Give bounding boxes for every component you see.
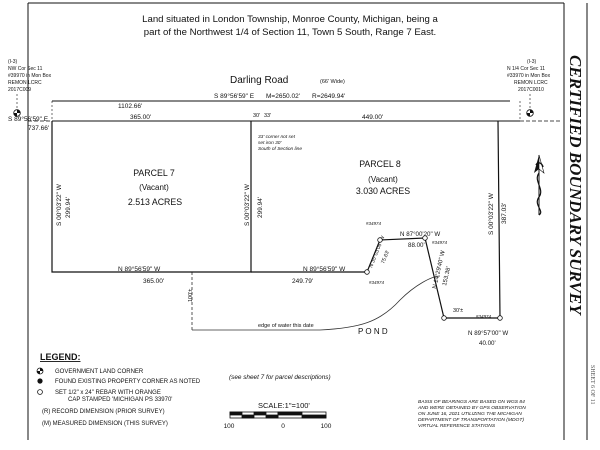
svg-text:DEPARTMENT OF TRANSPORTATION (: DEPARTMENT OF TRANSPORTATION (MDOT) [418, 417, 524, 423]
dim-top-p8: 449.00' [362, 114, 383, 121]
p8-south-bearing: N 89°56'59" W [303, 265, 346, 273]
row-bearing: S 89°56'59" E [8, 115, 49, 123]
dim-top-p7: 365.00' [130, 114, 151, 121]
svg-text:N 1/4 Cor Sec 11: N 1/4 Cor Sec 11 [507, 66, 545, 72]
road-width: (66' Wide) [320, 79, 345, 85]
svg-text:(I-3): (I-3) [527, 59, 537, 65]
svg-text:set iron 30': set iron 30' [258, 140, 282, 146]
row-33: 33' [264, 113, 271, 119]
road-bearing: S 89°56'59" E [214, 92, 255, 100]
diag2-extra: 30'± [453, 308, 463, 314]
header-line-1: Land situated in London Township, Monroe… [142, 14, 438, 25]
legend-government-corner-icon [36, 367, 44, 375]
pin-label-1: #34974 [366, 221, 382, 226]
legend-found-corner-icon [37, 378, 43, 384]
svg-text:REMON LCRC: REMON LCRC [514, 80, 548, 86]
legend-item-4: (R) RECORD DIMENSION (PRIOR SURVEY) [42, 409, 165, 415]
svg-text:PARCEL 7: PARCEL 7 [133, 168, 175, 178]
svg-text:33' corner not set: 33' corner not set [258, 134, 296, 140]
parcel-8-label: PARCEL 8 (Vacant) 3.030 ACRES [356, 159, 410, 196]
nw-corner-note: (I-3) NW Cor Sec 11 #39970 in Mon Box RE… [8, 59, 52, 110]
svg-text:PARCEL 8: PARCEL 8 [359, 159, 401, 169]
row-offset: 737.66' [28, 125, 49, 132]
pin-label-3: #34974 [369, 280, 385, 285]
legend-item-3b: CAP STAMPED 'MICHIGAN PS 33970' [68, 397, 172, 403]
diag1-length: 75.63' [380, 250, 391, 265]
svg-text:(Vacant): (Vacant) [368, 175, 398, 184]
pond-label: P O N D [358, 327, 388, 336]
sheet-number: SHEET 6 OF 11 [589, 365, 595, 405]
end-bearing: N 89°57'00" W [468, 330, 508, 337]
west-100: 100'± [188, 289, 194, 302]
title-block-text: CERTIFIED BOUNDARY SURVEY [566, 55, 585, 316]
west-bearing: S 00°03'22" W [55, 183, 63, 226]
legend-item-5: (M) MEASURED DIMENSION (THIS SURVEY) [42, 421, 168, 427]
svg-text:2017C009: 2017C009 [8, 87, 31, 93]
svg-text:2017C0010: 2017C0010 [518, 87, 544, 93]
jog-length: 88.00' [408, 242, 425, 249]
svg-text:VIRTUAL REFERENCE STATIONS: VIRTUAL REFERENCE STATIONS [418, 423, 496, 429]
west-length: 299.94' [65, 197, 72, 218]
svg-text:#33970 in Mon Box: #33970 in Mon Box [507, 73, 551, 79]
road-record: R=2649.94' [312, 93, 345, 100]
dim-top-total: 1102.66' [118, 103, 142, 110]
p7-south-bearing: N 89°56'59" W [118, 265, 161, 273]
svg-text:2.513 ACRES: 2.513 ACRES [128, 197, 182, 207]
corner-not-set-note: 33' corner not set set iron 30' South of… [258, 134, 302, 152]
parcel-7-label: PARCEL 7 (Vacant) 2.513 ACRES [128, 168, 182, 207]
svg-text:3.030 ACRES: 3.030 ACRES [356, 186, 410, 196]
legend-item-2: FOUND EXISTING PROPERTY CORNER AS NOTED [55, 379, 201, 385]
water-edge-label: edge of water this date [258, 323, 314, 329]
north-arrow-icon [534, 154, 545, 216]
svg-text:South of Section line: South of Section line [258, 146, 302, 152]
water-edge-line [192, 275, 441, 331]
nw-government-corner-symbol [13, 109, 21, 117]
scale-tick-zero: 0 [281, 423, 285, 430]
set-rebar-markers [364, 235, 503, 321]
sheet-reference: (see sheet 7 for parcel descriptions) [229, 374, 331, 381]
svg-text:#39970 in Mon Box: #39970 in Mon Box [8, 73, 52, 79]
p7-south-length: 365.00' [143, 278, 164, 285]
svg-text:NW Cor Sec 11: NW Cor Sec 11 [8, 66, 43, 72]
svg-text:BASIS OF BEARINGS ARE BASED ON: BASIS OF BEARINGS ARE BASED ON WGS 84 [418, 399, 525, 405]
pin-label-4: #34974 [476, 314, 492, 319]
scale-tick-left: 100 [224, 423, 235, 430]
road-name: Darling Road [230, 75, 288, 86]
row-30: 30' [253, 113, 260, 119]
svg-text:REMON LCRC: REMON LCRC [8, 80, 42, 86]
mid-length: 299.94' [257, 197, 264, 218]
east-bearing: S 00°03'22" W [487, 192, 495, 235]
scale-tick-right: 100 [321, 423, 332, 430]
ne-corner-note: (I-3) N 1/4 Cor Sec 11 #33970 in Mon Box… [507, 59, 551, 110]
legend-item-1: GOVERNMENT LAND CORNER [55, 369, 144, 375]
svg-text:(I-3): (I-3) [8, 59, 18, 65]
svg-text:AND WERE OBTAINED BY GPS OBSER: AND WERE OBTAINED BY GPS OBSERVATION [417, 405, 526, 411]
svg-text:(Vacant): (Vacant) [139, 183, 169, 192]
legend-item-3: SET 1/2" x 24" REBAR WITH ORANGE [55, 390, 161, 396]
ne-government-corner-symbol [526, 109, 534, 117]
svg-text:ON JUNE 16, 2021 UTILIZING THE: ON JUNE 16, 2021 UTILIZING THE MICHIGAN [418, 411, 522, 417]
diag2-length: 153.38' [442, 266, 452, 286]
p8-south-length: 249.79' [292, 278, 313, 285]
east-length: 387.03' [501, 203, 508, 224]
road-measured: M=2650.02' [266, 93, 300, 100]
legend-title: LEGEND: [40, 352, 81, 362]
scale-bar [229, 411, 327, 419]
pin-label-2: #34974 [432, 240, 448, 245]
mid-bearing: S 00°03'22" W [243, 183, 251, 226]
legend-set-rebar-icon [37, 389, 43, 395]
basis-of-bearings: BASIS OF BEARINGS ARE BASED ON WGS 84 AN… [417, 399, 526, 429]
parcel-7-boundary [51, 121, 252, 273]
end-length: 40.00' [479, 340, 496, 347]
jog-bearing: N 87°00'20" W [400, 231, 440, 238]
scale-label: SCALE:1"=100' [258, 401, 310, 410]
header-line-2: part of the Northwest 1/4 of Section 11,… [144, 27, 436, 38]
